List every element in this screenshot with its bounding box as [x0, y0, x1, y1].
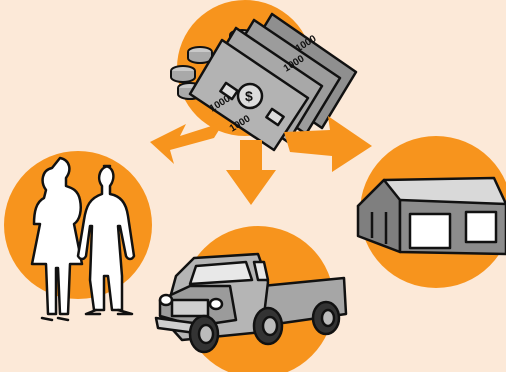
arrow-down-icon: [226, 140, 276, 205]
money-group: $ 1000 1000 1000 1000: [171, 0, 356, 150]
building-group: [358, 136, 506, 288]
arrow-left-icon: [150, 122, 224, 164]
building-icon: [358, 178, 506, 254]
truck-group: [156, 226, 346, 372]
currency-symbol: $: [245, 88, 253, 104]
people-group: [4, 151, 152, 320]
